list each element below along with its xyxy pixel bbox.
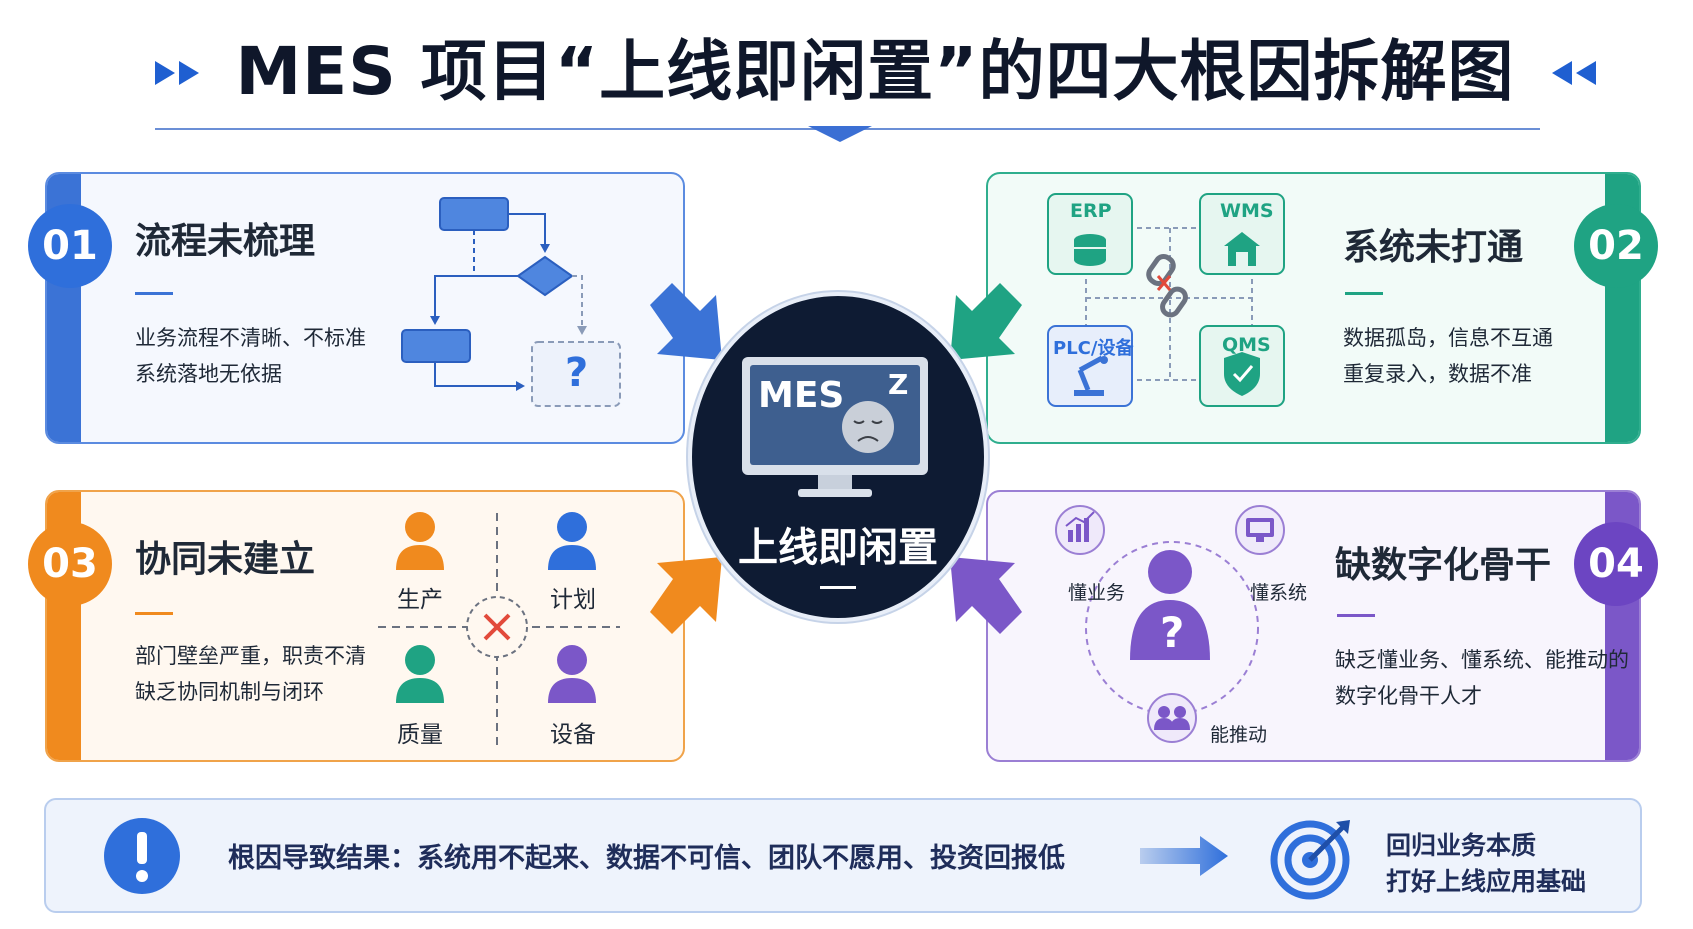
cause-line-04-2: 数字化骨干人才 <box>1335 684 1482 708</box>
cause-dash-04 <box>1337 614 1375 617</box>
warehouse-icon <box>1224 232 1260 266</box>
idle-monitor-icon <box>742 357 928 497</box>
cause-title-01: 流程未梳理 <box>135 221 316 262</box>
person-blue-icon <box>548 512 596 570</box>
arrow-blue-icon <box>650 283 722 360</box>
page-title: MES 项目“上线即闲置”的四大根因拆解图 <box>235 33 1515 110</box>
team-icon <box>1154 706 1190 730</box>
cause-number-badge-01: 01 <box>28 204 112 288</box>
question-mark-icon: ? <box>1160 608 1185 657</box>
arrow-orange-icon <box>650 557 722 634</box>
exclamation-icon <box>104 818 180 894</box>
cause-dash-03 <box>135 612 173 615</box>
cross-icon <box>483 613 511 641</box>
cause-line-02-1: 数据孤岛，信息不互通 <box>1343 326 1553 350</box>
sleepy-face-icon <box>842 401 894 453</box>
cause-line-03-2: 缺乏协同机制与闭环 <box>135 680 324 704</box>
cause-line-01-1: 业务流程不清晰、不标准 <box>135 326 366 350</box>
system-qms-label: QMS <box>1222 334 1271 356</box>
systems-network <box>1047 193 1285 407</box>
flowchart-icon <box>401 197 621 407</box>
header: MES 项目“上线即闲置”的四大根因拆解图 <box>0 0 1693 142</box>
cause-dash-02 <box>1345 292 1383 295</box>
robot-arm-icon <box>1074 355 1108 396</box>
skill-system-label: 懂系统 <box>1250 582 1308 604</box>
double-arrow-left-icon <box>1552 61 1596 85</box>
person-green-icon <box>396 645 444 703</box>
title-notch <box>808 126 872 142</box>
goal-line-2: 打好上线应用基础 <box>1386 867 1587 896</box>
department-matrix <box>378 512 620 745</box>
cause-line-01-2: 系统落地无依据 <box>135 362 282 386</box>
result-bar <box>44 798 1642 913</box>
database-icon <box>1074 234 1106 266</box>
talent-network <box>1055 505 1285 743</box>
center-label: 上线即闲置 <box>738 525 938 571</box>
cause-title-03: 协同未建立 <box>135 539 316 580</box>
result-text: 根因导致结果：系统用不起来、数据不可信、团队不愿用、投资回报低 <box>228 843 1065 874</box>
cause-number-badge-04: 04 <box>1574 522 1658 606</box>
person-question-icon <box>1130 550 1210 660</box>
broken-link-icon <box>1146 254 1188 318</box>
shield-check-icon <box>1224 352 1260 396</box>
dept-quality-label: 质量 <box>397 722 443 748</box>
bar-chart-icon <box>1065 511 1095 542</box>
goal-line-1: 回归业务本质 <box>1386 831 1537 860</box>
cause-title-02: 系统未打通 <box>1343 227 1524 268</box>
cause-dash-01 <box>135 292 173 295</box>
cause-number-badge-02: 02 <box>1574 204 1658 288</box>
cause-title-04: 缺数字化骨干 <box>1335 545 1552 586</box>
question-mark-icon: ? <box>565 350 589 396</box>
center-dash <box>820 586 856 589</box>
skill-drive-label: 能推动 <box>1210 724 1268 746</box>
arrow-purple-icon <box>950 557 1022 634</box>
skill-business-label: 懂业务 <box>1068 582 1126 604</box>
person-orange-icon <box>396 512 444 570</box>
double-arrow-right-icon <box>155 61 199 85</box>
dept-production-label: 生产 <box>397 587 443 613</box>
system-plc-label: PLC/设备 <box>1053 338 1134 359</box>
cause-line-03-1: 部门壁垒严重，职责不清 <box>135 644 366 668</box>
cause-number-badge-03: 03 <box>28 522 112 606</box>
result-arrow-icon <box>1140 836 1228 876</box>
dept-equipment-label: 设备 <box>550 722 596 748</box>
cause-line-04-1: 缺乏懂业务、懂系统、能推动的 <box>1335 648 1629 672</box>
dept-planning-label: 计划 <box>550 587 596 613</box>
target-icon <box>1270 820 1350 900</box>
cause-line-02-2: 重复录入，数据不准 <box>1343 362 1532 386</box>
system-wms-label: WMS <box>1220 200 1274 222</box>
person-purple-icon <box>548 645 596 703</box>
system-erp-label: ERP <box>1070 200 1112 222</box>
monitor-icon <box>1246 518 1274 542</box>
arrow-green-icon <box>950 283 1022 360</box>
sleep-z-icon: Z <box>888 368 909 401</box>
center-mes-label: MES <box>758 375 845 416</box>
